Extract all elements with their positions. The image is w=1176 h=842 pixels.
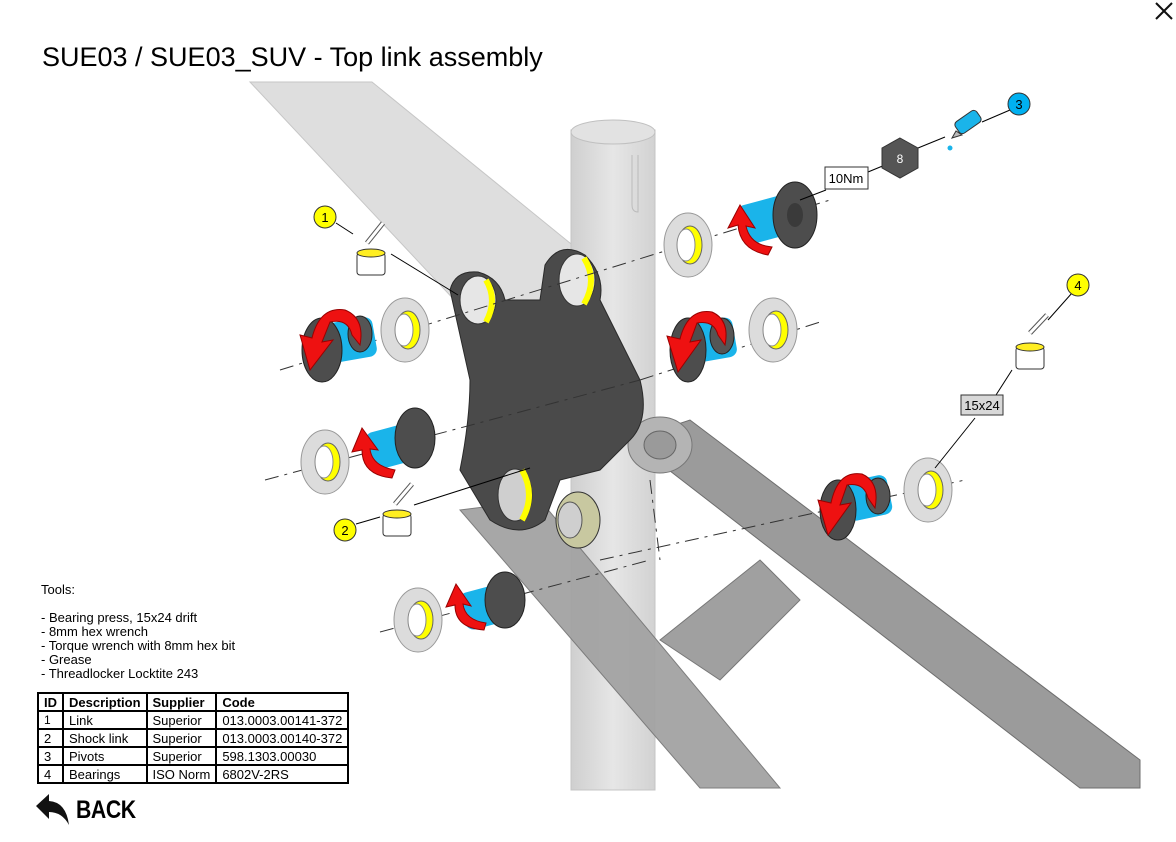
cell-description: Link xyxy=(62,710,148,730)
bearing-tool-label: 15x24 xyxy=(964,398,999,413)
cell-supplier: ISO Norm xyxy=(145,764,218,784)
torque-label-box: 10Nm xyxy=(824,166,869,190)
table-row: 2 Shock link Superior 013.0003.00140-372 xyxy=(37,728,350,748)
callout-4[interactable]: 4 xyxy=(1066,273,1090,297)
tool-item: - Threadlocker Locktite 243 xyxy=(41,666,199,681)
cell-code: 013.0003.00141-372 xyxy=(215,710,350,730)
hex-key-8mm-icon: 8 xyxy=(881,137,919,179)
parts-table: ID Description Supplier Code 1 Link Supe… xyxy=(37,692,350,784)
threadlocker-bottle-icon xyxy=(947,109,982,151)
grease-pot-4 xyxy=(1015,313,1049,370)
tool-item: - Bearing press, 15x24 drift xyxy=(41,610,198,625)
svg-text:4: 4 xyxy=(1074,278,1081,293)
cell-description: Pivots xyxy=(62,746,148,766)
hex-size-label: 8 xyxy=(897,152,904,166)
pivot-bottom xyxy=(445,571,526,631)
cell-id: 1 xyxy=(37,710,64,730)
rear-frame-stays xyxy=(459,416,1141,789)
pivot-right-middle xyxy=(666,311,737,383)
callout-3[interactable]: 3 xyxy=(1007,92,1031,116)
cell-id: 4 xyxy=(37,764,64,784)
column-header-id: ID xyxy=(37,692,64,712)
cell-code: 6802V-2RS xyxy=(215,764,350,784)
column-header-code: Code xyxy=(215,692,350,712)
cell-description: Shock link xyxy=(62,728,148,748)
tool-item: - Torque wrench with 8mm hex bit xyxy=(41,638,236,653)
cell-description: Bearings xyxy=(62,764,148,784)
pivot-far-right xyxy=(817,473,893,541)
tools-heading: Tools: xyxy=(41,582,75,597)
bearing-far-right xyxy=(903,457,953,523)
callout-2[interactable]: 2 xyxy=(333,518,357,542)
back-label: BACK xyxy=(76,795,136,824)
cell-id: 2 xyxy=(37,728,64,748)
back-button[interactable]: BACK xyxy=(36,794,146,826)
leader-lines xyxy=(335,109,1073,525)
bearing-left-lower xyxy=(300,429,350,495)
tool-item: - 8mm hex wrench xyxy=(41,624,148,639)
table-header-row: ID Description Supplier Code xyxy=(37,692,350,712)
svg-text:3: 3 xyxy=(1015,97,1022,112)
cell-supplier: Superior xyxy=(145,746,218,766)
callout-1[interactable]: 1 xyxy=(313,205,337,229)
top-link-part xyxy=(449,248,644,549)
cell-supplier: Superior xyxy=(145,728,218,748)
grease-pot-1 xyxy=(356,221,386,276)
table-row: 4 Bearings ISO Norm 6802V-2RS xyxy=(37,764,350,784)
cell-id: 3 xyxy=(37,746,64,766)
cell-supplier: Superior xyxy=(145,710,218,730)
grease-pot-2 xyxy=(382,482,414,537)
table-row: 1 Link Superior 013.0003.00141-372 xyxy=(37,710,350,730)
column-header-description: Description xyxy=(62,692,148,712)
pivot-left-upper xyxy=(299,309,377,383)
svg-text:2: 2 xyxy=(341,523,348,538)
column-header-supplier: Supplier xyxy=(145,692,218,712)
torque-label: 10Nm xyxy=(829,171,864,186)
cell-code: 598.1303.00030 xyxy=(215,746,350,766)
bearing-top-right xyxy=(663,212,713,278)
table-row: 3 Pivots Superior 598.1303.00030 xyxy=(37,746,350,766)
tool-item: - Grease xyxy=(41,652,92,667)
bearing-bottom xyxy=(393,587,443,653)
back-arrow-icon xyxy=(36,794,69,825)
page-title: SUE03 / SUE03_SUV - Top link assembly xyxy=(42,42,543,72)
close-icon[interactable] xyxy=(1153,0,1175,22)
pivot-top-right xyxy=(727,181,818,256)
tools-list: Tools: - Bearing press, 15x24 drift - 8m… xyxy=(41,583,235,681)
svg-text:1: 1 xyxy=(321,210,328,225)
bearing-tool-label-box: 15x24 xyxy=(960,394,1004,416)
bearing-left-upper xyxy=(380,297,430,363)
bearing-right-middle xyxy=(748,297,798,363)
pivot-left-lower xyxy=(351,407,436,479)
cell-code: 013.0003.00140-372 xyxy=(215,728,350,748)
